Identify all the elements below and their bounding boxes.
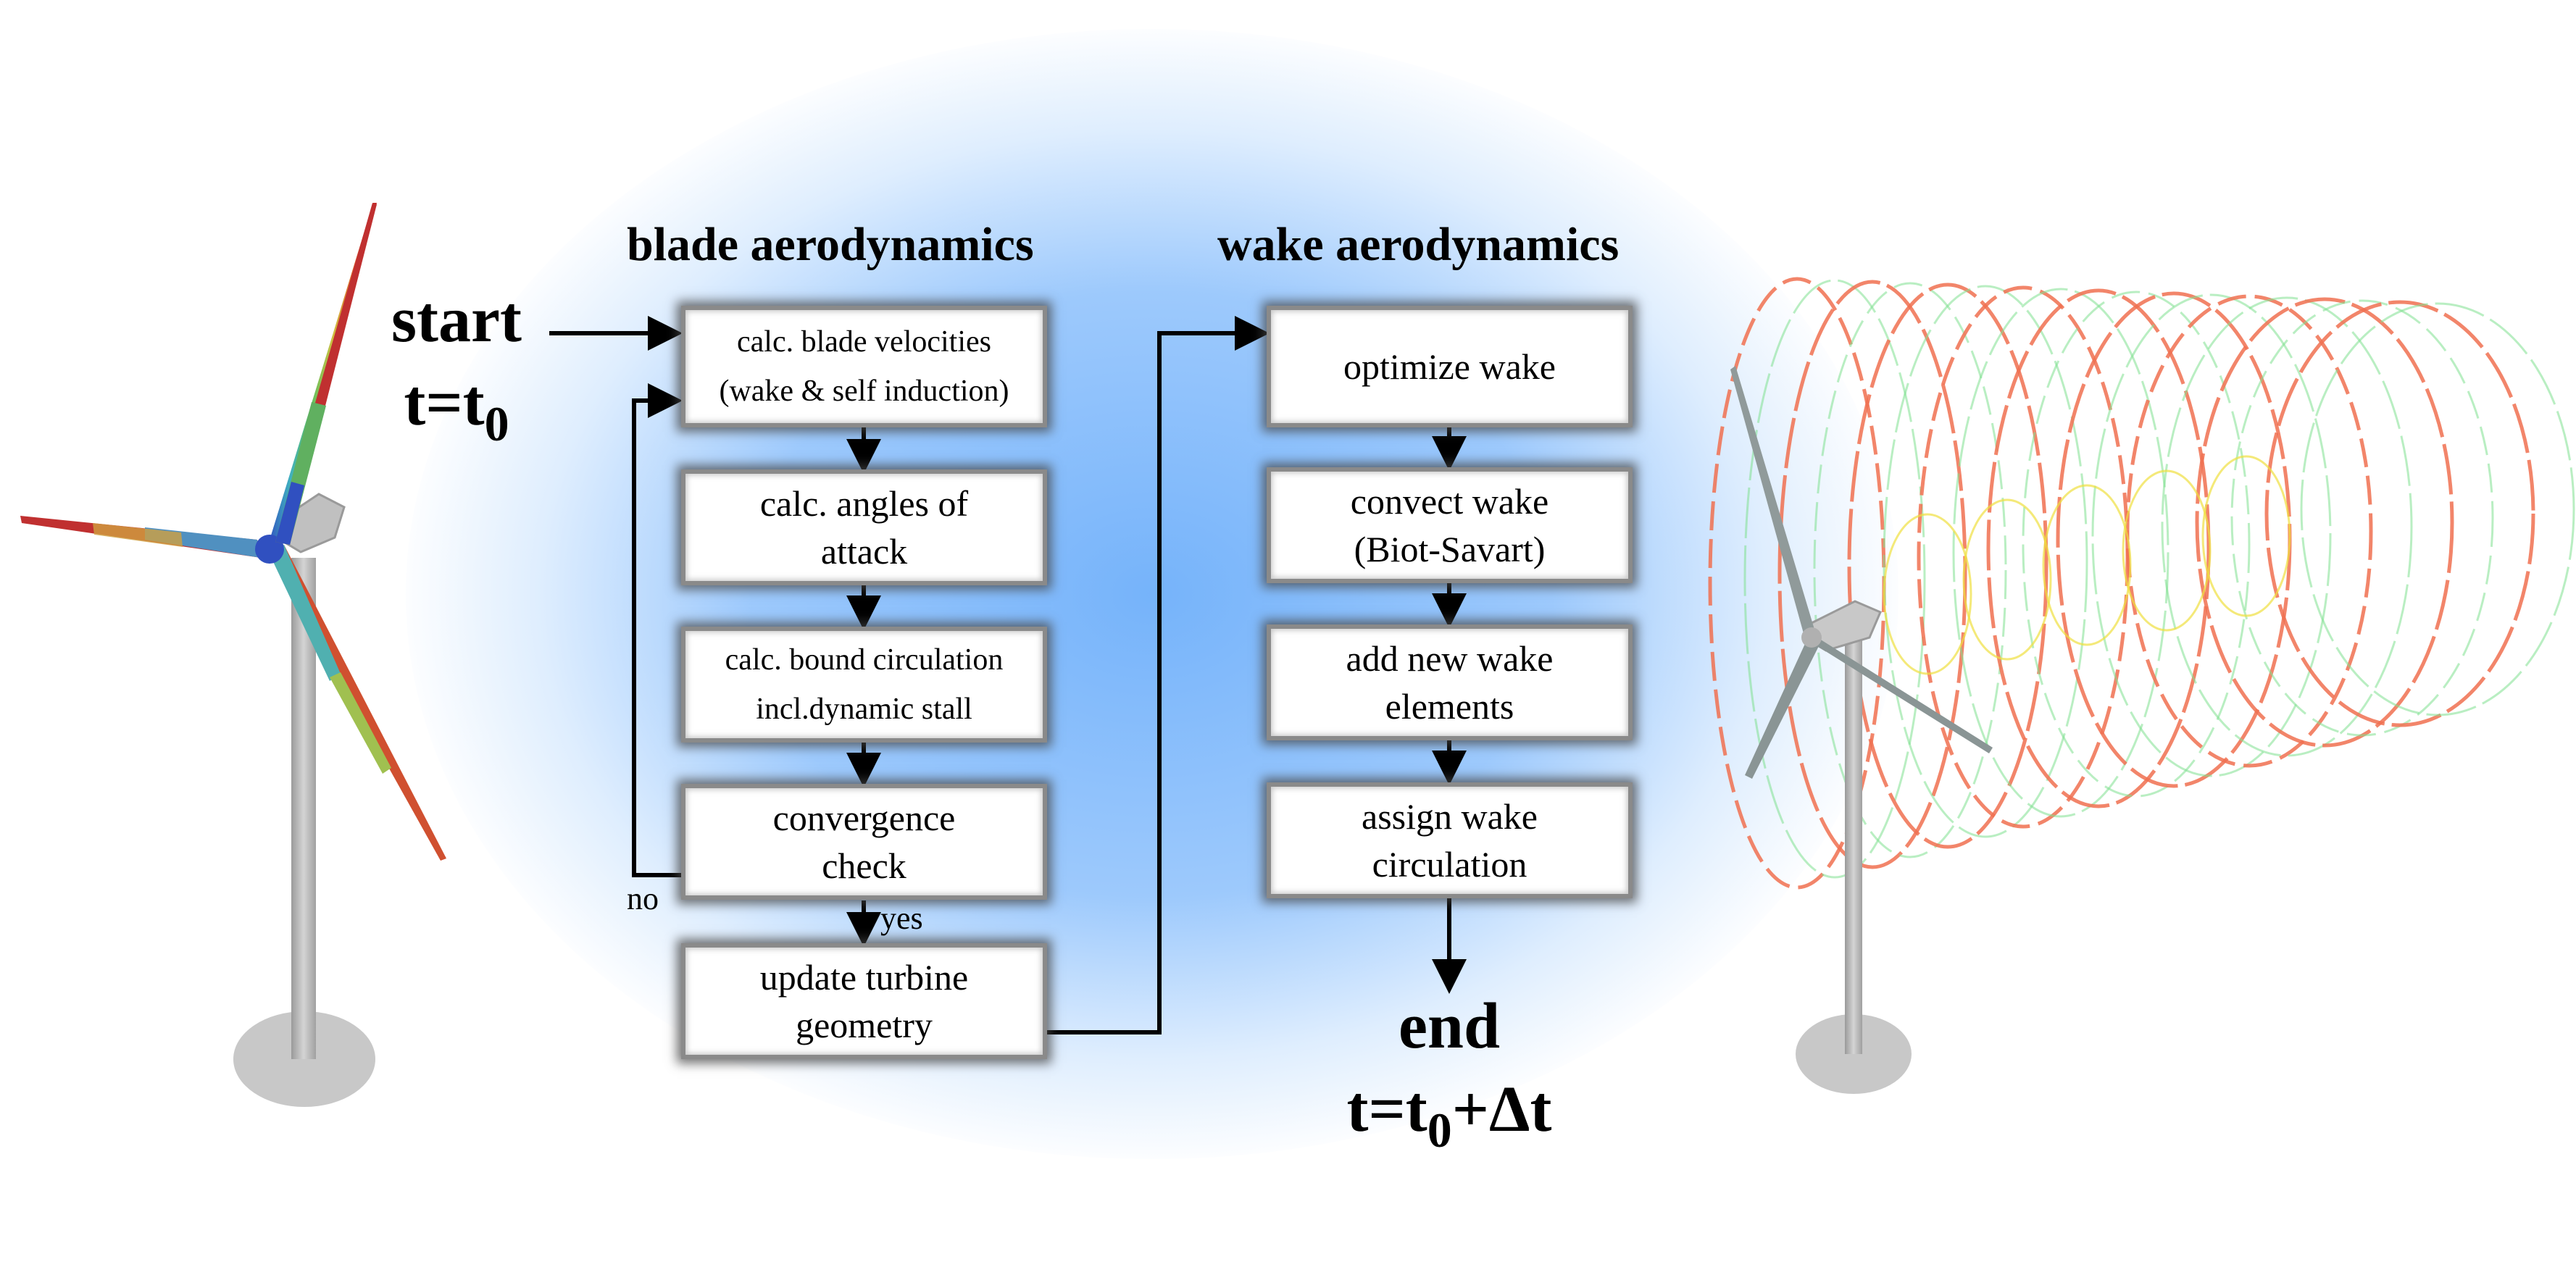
background-glow [406, 29, 1898, 1159]
blade-step-5-line1: update turbine [759, 957, 969, 998]
wake-ring [2264, 300, 2535, 727]
blade-step-circulation: calc. bound circulation incl.dynamic sta… [681, 627, 1047, 743]
wake-ring [1813, 282, 2007, 858]
wake-inner-ring [2201, 455, 2291, 617]
right-turbine-blade-up [1730, 366, 1815, 636]
left-turbine-blades [20, 203, 446, 861]
start-time: t=t0 [373, 366, 540, 453]
right-turbine-blade-down [1745, 638, 1820, 779]
blade-step-1-line1: calc. blade velocities [737, 325, 991, 359]
end-label: end [1341, 989, 1558, 1063]
blade-step-2-line1: calc. angles of [759, 483, 969, 524]
wake-ring [2300, 302, 2575, 716]
wake-ring [1952, 288, 2169, 818]
wake-vortex-rings [1708, 277, 2575, 890]
wake-step-add-elements: add new wake elements [1267, 624, 1633, 740]
wake-ring [1743, 279, 1926, 879]
wake-aerodynamics-header: wake aerodynamics [1217, 218, 1620, 271]
wake-ring [1847, 283, 2048, 849]
start-text: start [391, 284, 522, 356]
wake-ring [2195, 297, 2454, 748]
blade-step-5-line2: geometry [796, 1005, 933, 1045]
blade-step-update-geometry: update turbine geometry [681, 943, 1047, 1059]
wake-inner-ring [2042, 484, 2132, 646]
wake-ring [1777, 280, 1967, 869]
no-branch-label: no [627, 881, 659, 916]
wake-step-4-line2: circulation [1372, 844, 1527, 885]
wake-step-3-line2: elements [1385, 686, 1514, 727]
wake-ring [1986, 288, 2211, 808]
end-time-suffix: +Δt [1451, 1074, 1552, 1145]
wake-step-2-line1: convect wake [1350, 481, 1549, 522]
wake-step-2-line2: (Biot-Savart) [1354, 529, 1546, 569]
wake-ring [2091, 293, 2332, 777]
end-time-prefix: t=t [1346, 1074, 1427, 1145]
wake-step-4-line1: assign wake [1362, 796, 1538, 837]
blade-to-wake-arrow [1047, 316, 1270, 1034]
wake-ring [2022, 290, 2251, 798]
blade-step-convergence: convergence check [681, 784, 1047, 900]
wake-ring [1883, 285, 2088, 838]
right-turbine-hub [1801, 627, 1822, 648]
wake-step-1-line1: optimize wake [1343, 346, 1556, 387]
wake-ring [2230, 299, 2494, 737]
start-label: start [366, 283, 547, 357]
end-time-subscript: 0 [1427, 1103, 1452, 1158]
wake-step-3-line1: add new wake [1346, 638, 1554, 679]
blade-step-angles: calc. angles of attack [681, 469, 1047, 585]
wake-inner-ring [2122, 469, 2212, 632]
wake-ring [2161, 296, 2413, 757]
blade-step-2-line2: attack [820, 531, 908, 572]
wake-step-optimize: optimize wake [1267, 306, 1633, 427]
end-time: t=t0+Δt [1304, 1072, 1594, 1159]
end-text: end [1398, 990, 1501, 1062]
right-turbine-blade-right [1812, 634, 1993, 753]
start-time-subscript: 0 [484, 396, 509, 451]
blade-step-4-line2: check [822, 845, 906, 886]
wake-step-convect: convect wake (Biot-Savart) [1267, 467, 1633, 583]
start-time-prefix: t=t [404, 367, 485, 439]
no-loop-arrow [632, 383, 683, 877]
blade-aerodynamics-header: blade aerodynamics [627, 218, 1034, 271]
blade-step-velocities: calc. blade velocities (wake & self indu… [681, 306, 1047, 427]
wake-step-assign-circulation: assign wake circulation [1267, 782, 1633, 898]
blade-step-1-line2: (wake & self induction) [719, 375, 1009, 408]
wake-inner-ring [1962, 498, 2052, 661]
blade-step-3-line2: incl.dynamic stall [756, 693, 972, 726]
yes-branch-label: yes [880, 900, 923, 936]
wake-ring [2125, 294, 2373, 768]
wake-inner-ring [1883, 513, 1972, 675]
right-turbine-tower [1845, 623, 1862, 1054]
blade-step-3-line1: calc. bound circulation [725, 643, 1004, 677]
blade-step-4-line1: convergence [772, 798, 956, 838]
